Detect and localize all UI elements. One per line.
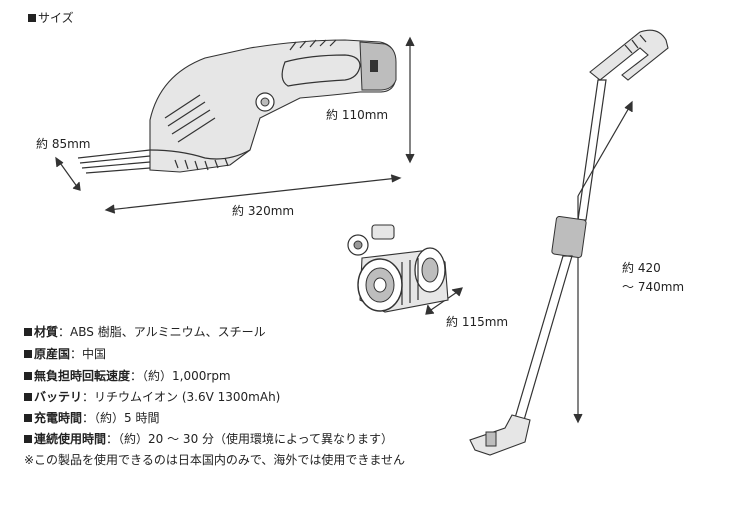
blade-comb <box>77 149 151 174</box>
square-bullet-icon <box>28 14 36 22</box>
dimension-arrows <box>55 36 633 424</box>
height-label: 約 110mm <box>326 108 389 122</box>
spec-separator: ： <box>70 347 83 361</box>
square-bullet-icon <box>24 328 32 336</box>
spec-separator: ： <box>106 432 119 446</box>
square-bullet-icon <box>24 372 32 380</box>
footnote: ※この製品を使用できるのは日本国内のみで、海外では使用できません <box>24 453 405 467</box>
square-bullet-icon <box>24 414 32 422</box>
spec-item: 原産国：中国 <box>24 347 106 361</box>
wheel-width-label: 約 115mm <box>446 315 509 329</box>
section-title: サイズ <box>28 11 74 25</box>
spec-label: バッテリ <box>34 390 83 404</box>
spec-value: ABS 樹脂、アルミニウム、スチール <box>70 325 266 339</box>
square-bullet-icon <box>24 393 32 401</box>
length-label: 約 320mm <box>232 204 295 218</box>
spec-separator: ： <box>130 369 143 383</box>
spec-separator: ： <box>82 411 95 425</box>
spec-item: 材質：ABS 樹脂、アルミニウム、スチール <box>24 325 266 339</box>
pole-illustration <box>469 29 669 456</box>
spec-value: リチウムイオン (3.6V 1300mAh) <box>94 390 281 404</box>
spec-value: （約）5 時間 <box>94 411 160 425</box>
spec-value: 中国 <box>82 347 107 361</box>
spec-separator: ： <box>82 390 95 404</box>
spec-item: 連続使用時間：（約）20 ～ 30 分（使用環境によって異なります） <box>24 432 393 446</box>
wheel-illustration <box>347 224 449 313</box>
spec-value: （約）20 ～ 30 分（使用環境によって異なります） <box>118 432 394 446</box>
section-title-text: サイズ <box>38 11 74 25</box>
depth-label: 約 85mm <box>36 137 91 151</box>
spec-label: 原産国 <box>34 347 71 361</box>
trimmer-illustration <box>77 39 397 174</box>
square-bullet-icon <box>24 350 32 358</box>
spec-separator: ： <box>58 325 71 339</box>
spec-value: （約）1,000rpm <box>142 369 231 383</box>
spec-label: 連続使用時間 <box>34 432 107 446</box>
square-bullet-icon <box>24 435 32 443</box>
spec-item: 充電時間：（約）5 時間 <box>24 411 159 425</box>
pole-length-min-label: 約 420 <box>622 261 661 275</box>
spec-label: 材質 <box>34 325 59 339</box>
spec-item: バッテリ：リチウムイオン (3.6V 1300mAh) <box>24 390 280 404</box>
spec-label: 充電時間 <box>34 411 83 425</box>
pole-length-max-label: ～ 740mm <box>622 280 685 294</box>
spec-label: 無負担時回転速度 <box>34 369 131 383</box>
spec-item: 無負担時回転速度：（約）1,000rpm <box>24 369 231 383</box>
